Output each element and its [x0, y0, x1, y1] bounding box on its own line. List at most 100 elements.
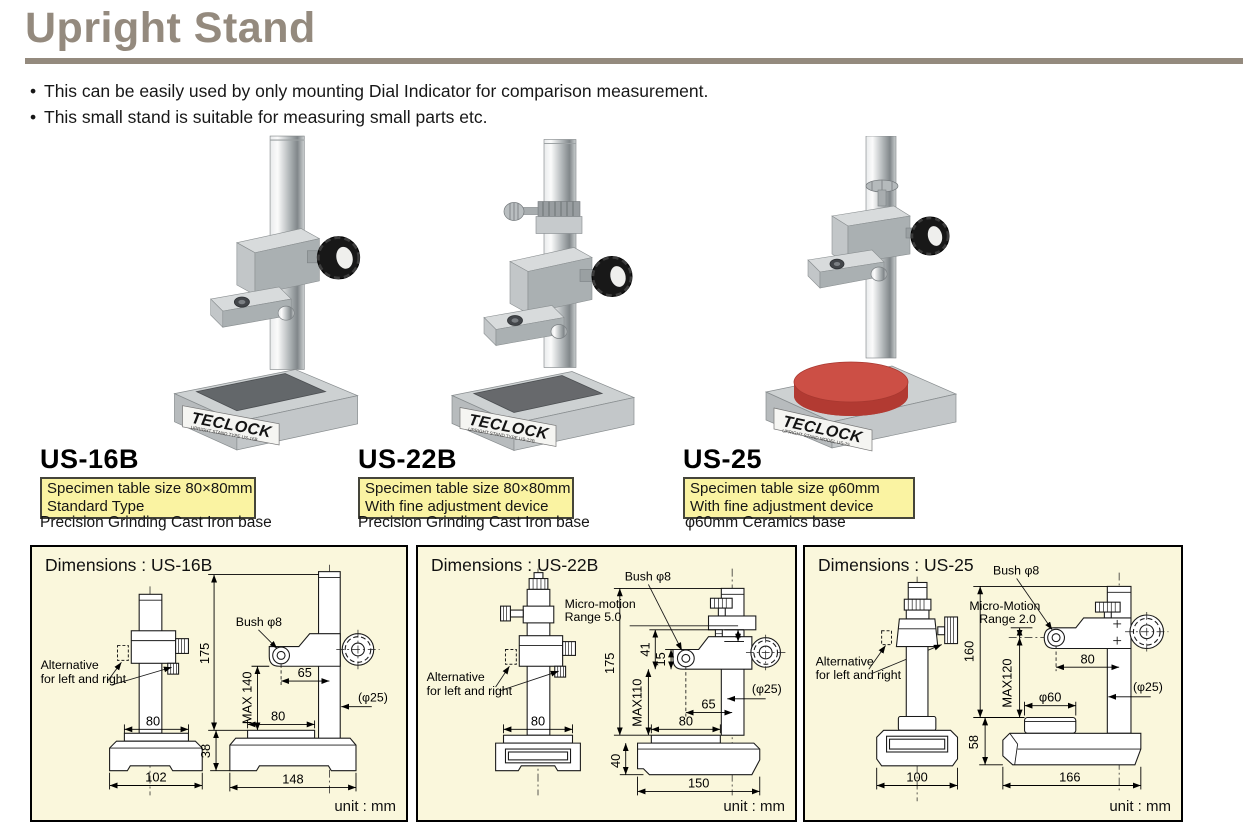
dim-side-base: 166 [1059, 770, 1080, 785]
dim-base-height: 40 [608, 754, 623, 768]
bullet-list: • This can be easily used by only mountin… [30, 78, 708, 130]
product-illustration-us22b: TECLOCK UPRIGHT STAND TYPE US-22B [450, 139, 636, 452]
product-base-note-us16b: Precision Grinding Cast Iron base [40, 514, 272, 531]
dim-table-dia: φ60 [1039, 690, 1062, 705]
product-illustration-us25: TECLOCK UPRIGHT STAND MODEL US-25 [764, 136, 958, 452]
dim-upper-span: 41 [637, 642, 652, 656]
dimension-drawing-us22b: Alternative for left and right 80 [427, 568, 786, 796]
front-view: Alternative for left and right 80 [427, 568, 581, 796]
dim-side-base: 148 [282, 772, 303, 787]
specimen-table [472, 375, 604, 413]
teclock-label-plate [182, 405, 280, 446]
dim-total-height: 160 [961, 641, 976, 662]
micro-label-2: Range 2.0 [979, 612, 1036, 626]
dimension-drawing-us16b: Alternative for left and right 80 102 [41, 564, 388, 796]
clamp-knob-icon [316, 236, 361, 280]
product-photo-us22b: TECLOCK UPRIGHT STAND TYPE US-22B [422, 128, 652, 456]
dimension-drawing-us25: Alternative for left and right 100 [816, 564, 1169, 802]
dimensions-panel-us25: Dimensions : US-25 unit : mm [803, 545, 1183, 822]
dim-total-height: 175 [602, 653, 617, 674]
alt-label-1: Alternative [427, 670, 485, 684]
dim-arm-thickness: 15 [653, 652, 668, 666]
bullet-dot: • [30, 107, 37, 127]
fine-adjustment [503, 201, 583, 234]
product-spec-box-us16b: Specimen table size 80×80mm Standard Typ… [40, 477, 256, 519]
dim-column-dia: (φ25) [752, 682, 782, 696]
spec-line: Specimen table size 80×80mm [365, 480, 571, 497]
spec-line: With fine adjustment device [365, 497, 549, 515]
product-spec-box-us25: Specimen table size φ60mm With fine adju… [683, 477, 915, 519]
dim-max-height: MAX 140 [240, 671, 255, 724]
teclock-label-plate [773, 407, 873, 452]
dim-column-dia: (φ25) [1133, 680, 1163, 694]
dimensions-title: Dimensions : US-22B [431, 555, 599, 575]
product-photo-us16b: TECLOCK UPRIGHT STAND TYPE US-16B [148, 130, 370, 454]
product-model-us16b: US-16B [40, 444, 140, 474]
base: TECLOCK UPRIGHT STAND TYPE US-22B [450, 371, 636, 452]
product-base-note-us22b: Precision Grinding Cast Iron base [358, 514, 590, 531]
indicator-arm [210, 286, 295, 328]
alt-label-2: for left and right [427, 684, 513, 698]
micro-label-2: Range 5.0 [565, 610, 622, 624]
dim-max-height: MAX120 [1000, 658, 1015, 707]
bullet-item: • This small stand is suitable for measur… [30, 104, 708, 130]
base: TECLOCK UPRIGHT STAND MODEL US-25 [764, 361, 958, 452]
side-view: Bush φ8 Micro-Motion Range 2.0 160 MAX12… [961, 564, 1169, 794]
dimensions-panel-us16b: Dimensions : US-16B unit : mm Alternativ… [30, 545, 408, 822]
product-spec-box-us22b: Specimen table size 80×80mm With fine ad… [358, 477, 574, 519]
dim-max-height: MAX110 [629, 679, 644, 727]
bullet-text: This can be easily used by only mounting… [44, 81, 709, 101]
clamp-knob-icon [591, 256, 633, 297]
dim-front-table: 80 [146, 713, 160, 728]
ceramic-table [793, 361, 909, 416]
unit-label: unit : mm [334, 798, 396, 815]
spec-line: Specimen table size 80×80mm [47, 480, 253, 497]
teclock-label-plate [459, 407, 557, 447]
dim-front-base: 102 [145, 770, 166, 785]
product-photo-us25: TECLOCK UPRIGHT STAND MODEL US-25 [732, 136, 967, 456]
side-view: Bush φ8 Micro-motion Range 5.0 175 41 15… [565, 568, 786, 796]
product-base-note-us25: φ60mm Ceramics base [685, 514, 846, 531]
clamp-block [509, 247, 595, 315]
alt-label-1: Alternative [41, 658, 99, 672]
bush-label: Bush φ8 [236, 615, 282, 629]
bullet-text: This small stand is suitable for measuri… [44, 107, 488, 127]
side-view: Bush φ8 175 MAX 140 65 (φ25) 80 [197, 564, 388, 796]
dim-column-dia: (φ25) [358, 691, 388, 705]
dim-base-height: 38 [198, 744, 213, 758]
clamp-knob-icon [910, 216, 950, 256]
alt-label-2: for left and right [41, 672, 127, 686]
bush-label: Bush φ8 [625, 570, 671, 584]
dim-side-table: 80 [271, 708, 285, 723]
title-underline [25, 58, 1243, 64]
clamp-block [236, 228, 322, 296]
indicator-arm [807, 249, 888, 289]
dimensions-panel-us22b: Dimensions : US-22B unit : mm [416, 545, 797, 822]
bullet-item: • This can be easily used by only mountin… [30, 78, 708, 104]
spec-line: Standard Type [47, 497, 145, 515]
dim-arm-reach: 65 [701, 697, 715, 712]
dimensions-title: Dimensions : US-25 [818, 555, 974, 575]
dim-side-table: 80 [679, 713, 693, 728]
dimensions-title: Dimensions : US-16B [45, 555, 213, 575]
indicator-arm [483, 305, 568, 347]
unit-label: unit : mm [1109, 798, 1171, 815]
dim-front-table: 80 [531, 713, 545, 728]
front-view: Alternative for left and right 80 102 [41, 586, 203, 796]
dim-base-height: 58 [966, 735, 981, 749]
unit-label: unit : mm [723, 798, 785, 815]
dim-arm-reach: 80 [1080, 651, 1094, 666]
base: TECLOCK UPRIGHT STAND TYPE US-16B [173, 369, 359, 451]
product-model-us22b: US-22B [358, 444, 458, 474]
specimen-table [195, 373, 327, 412]
dim-side-base: 150 [688, 775, 709, 790]
product-illustration-us16b: TECLOCK UPRIGHT STAND TYPE US-16B [173, 135, 361, 451]
alt-label-2: for left and right [816, 668, 902, 682]
bush-label: Bush φ8 [993, 564, 1039, 578]
dim-front-base: 100 [906, 770, 927, 785]
dim-arm-reach: 65 [298, 665, 312, 680]
bullet-dot: • [30, 81, 37, 101]
product-model-us25: US-25 [683, 444, 763, 474]
front-view: Alternative for left and right 100 [816, 576, 959, 802]
